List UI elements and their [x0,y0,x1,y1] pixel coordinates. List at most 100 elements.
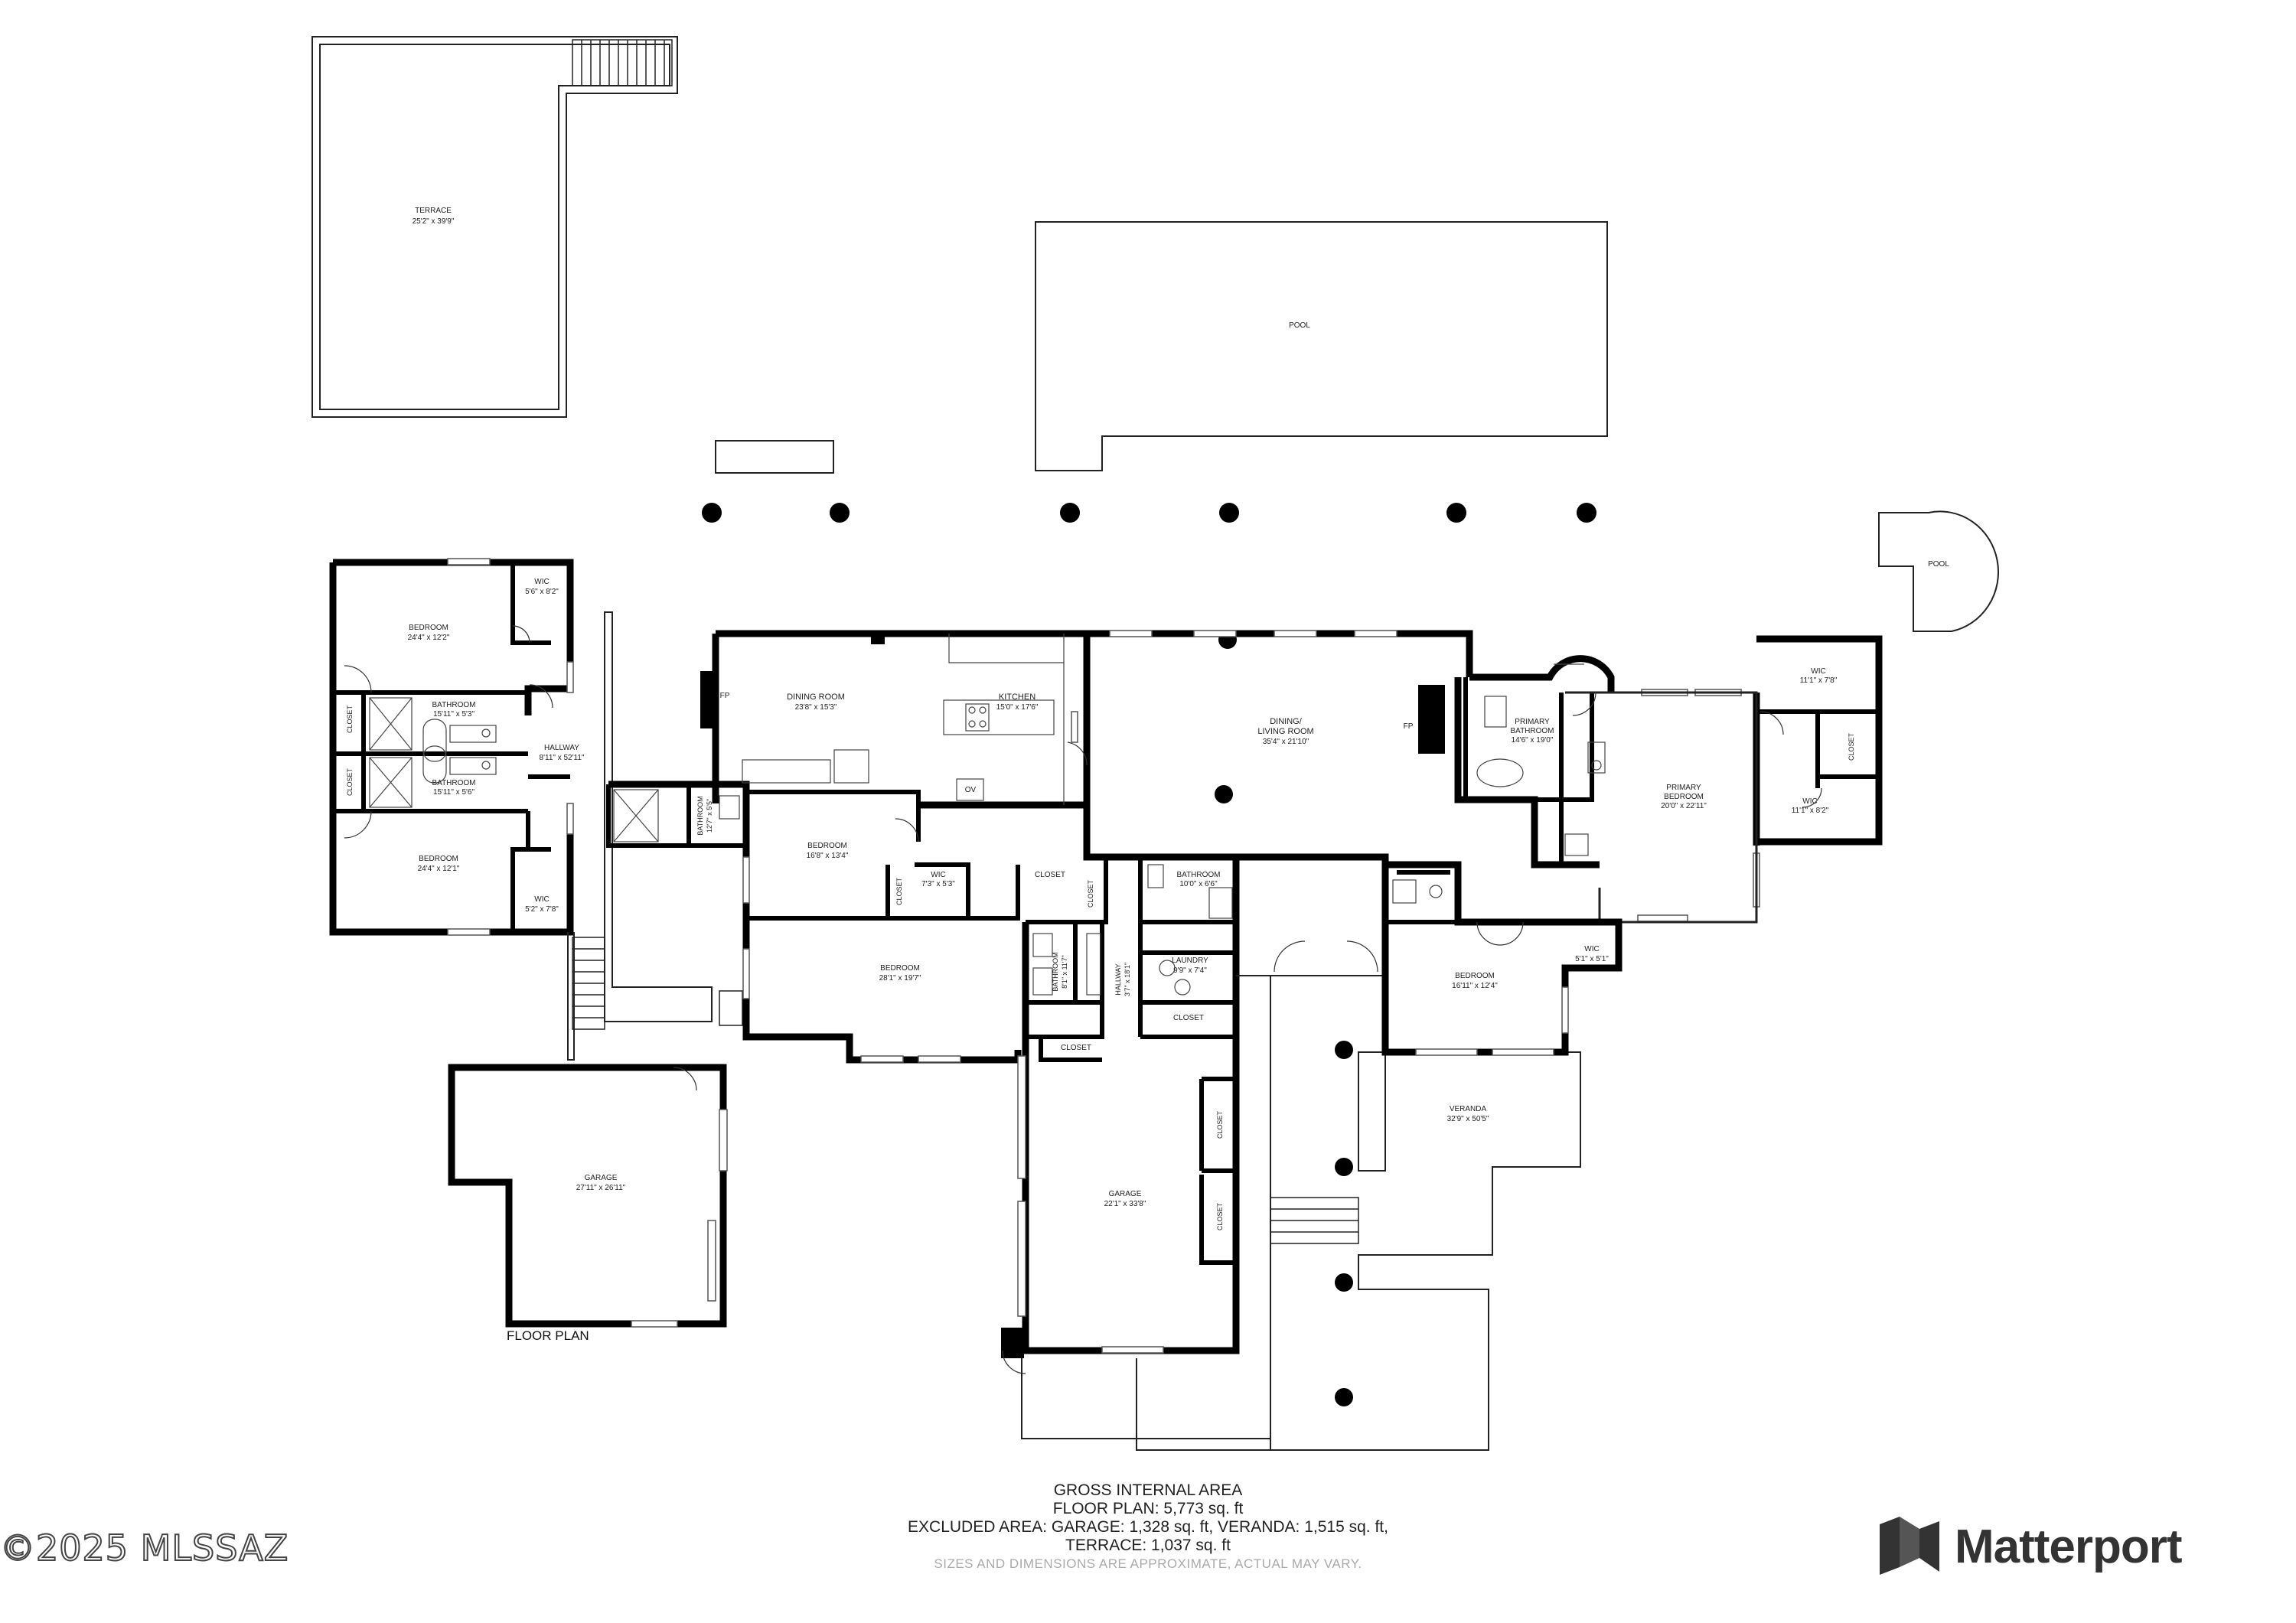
dining-living-line1: DINING/ [1270,717,1303,726]
laundry-name: LAUNDRY [1172,957,1208,965]
column [1335,1273,1353,1292]
garage-main-dims: 22'1" x 33'8" [1104,1200,1146,1208]
patio-columns [702,503,1596,1406]
bedroom-c2-name: BEDROOM [880,964,920,973]
primary-bed-line1: PRIMARY [1666,784,1701,792]
kitchen-name: KITCHEN [999,693,1035,702]
wic-nw-name: WIC [534,578,549,586]
fireplace-living [1418,685,1445,754]
veranda-name: VERANDA [1450,1105,1487,1113]
service-fixtures [1032,864,1233,996]
garage-detached-name: GARAGE [585,1174,618,1182]
wic-c1-name: WIC [931,871,945,879]
wic-e1-name: WIC [1811,667,1825,676]
wic-sw-dims: 5'2" x 7'8" [525,905,559,914]
bath-w1-name: BATHROOM [432,701,475,709]
gross-internal-area: GROSS INTERNAL AREA FLOOR PLAN: 5,773 sq… [765,1481,1531,1573]
bedroom-sw-dims: 24'4" x 12'1" [418,865,460,873]
primary-bath-line2: BATHROOM [1510,727,1554,735]
area-title: GROSS INTERNAL AREA [1053,1481,1243,1499]
column [1335,1158,1353,1176]
area-floor-plan: FLOOR PLAN: 5,773 sq. ft [1052,1500,1244,1517]
bedroom-c1-dims: 16'8" x 13'4" [807,852,849,860]
pool-spa: POOL [1878,510,2000,632]
closet-g2-name: CLOSET [1216,1202,1224,1230]
closet-m1-name: CLOSET [1035,871,1065,879]
primary-bed-dims: 20'0" x 22'11" [1661,802,1707,810]
column [1446,503,1466,523]
mls-watermark: ©2025 MLSSAZ [0,1527,289,1569]
bathroom-fixtures-west [369,697,497,808]
central-block: DINING ROOM 23'8" x 15'3" FP KITCHEN 15'… [606,630,1091,1064]
hallway-m-dims: 3'7" x 18'1" [1124,963,1131,996]
wic-nw-dims: 5'6" x 8'2" [525,588,559,596]
closet-w1-name: CLOSET [346,705,354,733]
fp-dining-label: FP [720,692,730,700]
dining-living-line2: LIVING ROOM [1257,727,1313,736]
column [830,503,850,523]
laundry-dims: 9'9" x 7'4" [1173,966,1207,975]
column [1577,503,1596,523]
bedroom-e-dims: 16'11" x 12'4" [1452,982,1498,990]
closet-e1-name: CLOSET [1848,732,1855,761]
bath-small-dims: 12'7" x 5'5" [706,799,713,833]
terrace-dims: 25'2" x 39'9" [413,217,455,226]
wic-c1-dims: 7'3" x 5'3" [921,880,955,888]
matterport-logo-icon [1880,1517,1939,1575]
west-wing: BEDROOM 24'4" x 12'2" WIC 5'6" x 8'2" CL… [329,558,585,936]
west-stairs [572,937,605,1030]
wic-e2-name: WIC [1802,797,1817,806]
bedroom-e-name: BEDROOM [1455,972,1495,980]
veranda-stairs [1270,1197,1359,1244]
garage-detached-dims: 27'11" x 26'11" [576,1184,626,1192]
bedroom-c1-name: BEDROOM [807,842,847,850]
area-terrace: TERRACE: 1,037 sq. ft [1065,1537,1231,1554]
bath-small-name: BATHROOM [696,796,704,835]
wic-e2-dims: 11'1" x 8'2" [1792,807,1829,815]
pool-main: POOL [1035,221,1608,471]
floor-plan-caption: FLOOR PLAN [507,1328,589,1343]
bedroom-sw-name: BEDROOM [419,855,458,863]
column [1335,1041,1353,1059]
pool-spa-name: POOL [1928,560,1949,569]
column [1215,785,1233,803]
bath-w2-dims: 15'11" x 5'6" [433,788,475,797]
wic-e3-name: WIC [1584,945,1599,953]
service-block: CLOSET CLOSET BATHROOM 10'0" x 6'6" BATH… [1001,855,1240,1439]
oven-label: OV [965,786,977,794]
bedroom-nw-dims: 24'4" x 12'2" [408,634,450,642]
wic-e3-dims: 5'1" x 5'1" [1575,955,1609,963]
kitchen-dims: 15'0" x 17'6" [996,703,1039,712]
east-bath-fixtures [1392,879,1443,904]
bath-w1-dims: 15'11" x 5'3" [433,710,475,719]
dining-room-dims: 23'8" x 15'3" [795,703,837,712]
primary-suite: PRIMARY BATHROOM 14'6" x 19'0" PRIMARY B… [1454,635,1883,924]
column [1060,503,1080,523]
terrace: TERRACE 25'2" x 39'9" [311,36,678,418]
bathroom-small-fixtures [613,789,740,842]
primary-bath-fixtures [1476,663,1606,856]
area-disclaimer: SIZES AND DIMENSIONS ARE APPROXIMATE, AC… [934,1556,1362,1571]
bath-m1-name: BATHROOM [1176,871,1220,879]
dining-living: DINING/ LIVING ROOM 35'4" x 21'10" FP [1083,630,1473,926]
dining-living-dims: 35'4" x 21'10" [1263,738,1309,746]
primary-bed-line2: BEDROOM [1664,793,1704,801]
closet-m4-name: CLOSET [1061,1044,1091,1052]
bath-w2-name: BATHROOM [432,779,475,787]
west-corridor [567,611,743,1061]
east-bedroom: BEDROOM 16'11" x 12'4" WIC 5'1" x 5'1" [1381,861,1623,1056]
bath-m2-dims: 8'1" x 11'7" [1061,955,1068,989]
bath-m1-dims: 10'0" x 6'6" [1179,880,1218,888]
hallway-w-dims: 8'11" x 52'11" [540,754,585,762]
closet-m2-name: CLOSET [1087,879,1094,908]
wic-sw-name: WIC [534,895,549,904]
veranda-dims: 32'9" x 50'5" [1447,1115,1489,1123]
kitchen-fixtures [742,634,1065,805]
pool-bench [715,440,834,474]
closet-c1-name: CLOSET [895,877,903,905]
closet-g1-name: CLOSET [1216,1110,1224,1139]
garage-main-name: GARAGE [1109,1190,1142,1198]
bedroom-c2-dims: 28'1" x 19'7" [879,974,921,983]
column [702,503,722,523]
hallway-w-name: HALLWAY [544,744,579,752]
